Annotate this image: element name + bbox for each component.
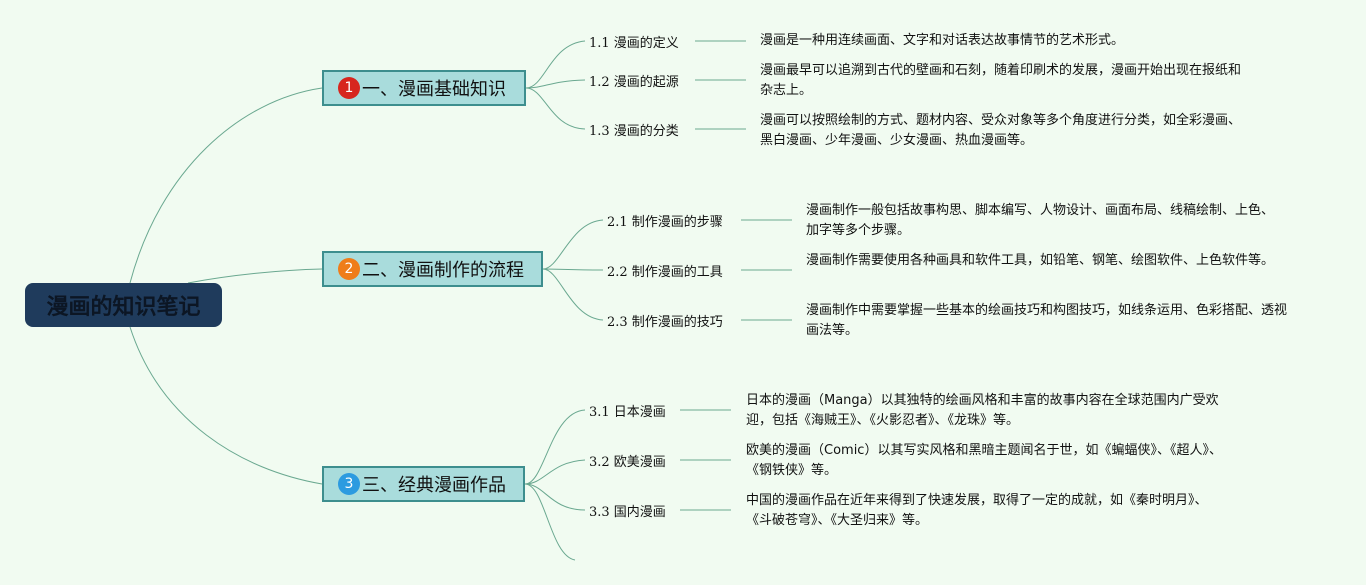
branch-topic-label: 三、经典漫画作品 [362, 475, 506, 496]
branch-topic-label: 二、漫画制作的流程 [362, 260, 524, 281]
link-b1-3 [525, 87, 586, 130]
link-root-branch-1 [129, 87, 323, 284]
link-b2-2 [542, 268, 604, 271]
branch-topic-1[interactable]: 1 一、漫画基础知识 [322, 70, 526, 106]
link-b3-2 [524, 459, 586, 485]
subtopic-1-2-note: 漫画最早可以追溯到古代的壁画和石刻，随着印刷术的发展，漫画开始出现在报纸和杂志上… [760, 63, 1242, 98]
root-topic[interactable]: 漫画的知识笔记 [25, 283, 222, 327]
link-b1-1 [525, 40, 586, 89]
number-badge-icon: 1 [338, 77, 360, 99]
link-b3-1 [524, 409, 586, 485]
subtopic-1-1-note: 漫画是一种用连续画面、文字和对话表达故事情节的艺术形式。 [760, 33, 1125, 48]
subtopic-2-1-note: 漫画制作一般包括故事构思、脚本编写、人物设计、画面布局、线稿绘制、上色、加字等多… [806, 203, 1275, 238]
subtopic-3-2[interactable]: 3.2 欧美漫画 [589, 455, 666, 470]
subtopic-3-2-note: 欧美的漫画（Comic）以其写实风格和黑暗主题闻名于世，如《蝙蝠侠》、《超人》、… [746, 443, 1222, 478]
subtopic-3-3[interactable]: 3.3 国内漫画 [589, 505, 666, 520]
subtopic-1-3[interactable]: 1.3 漫画的分类 [589, 124, 679, 139]
subtopic-1-2[interactable]: 1.2 漫画的起源 [589, 75, 679, 90]
subtopic-3-3-note: 中国的漫画作品在近年来得到了快速发展，取得了一定的成就，如《秦时明月》、《斗破苍… [746, 493, 1208, 528]
subtopic-1-3-note: 漫画可以按照绘制的方式、题材内容、受众对象等多个角度进行分类，如全彩漫画、黑白漫… [760, 113, 1242, 148]
link-root-branch-3 [129, 326, 323, 485]
branch-topic-2[interactable]: 2 二、漫画制作的流程 [322, 251, 543, 287]
subtopic-2-3[interactable]: 2.3 制作漫画的技巧 [607, 315, 723, 330]
link-root-branch-2 [187, 268, 323, 284]
subtopic-3-1[interactable]: 3.1 日本漫画 [589, 405, 666, 420]
subtopic-2-2-note: 漫画制作需要使用各种画具和软件工具，如铅笔、钢笔、绘图软件、上色软件等。 [806, 253, 1275, 268]
subtopic-2-3-note: 漫画制作中需要掌握一些基本的绘画技巧和构图技巧，如线条运用、色彩搭配、透视画法等… [806, 303, 1288, 338]
number-badge-icon: 3 [338, 473, 360, 495]
subtopic-2-2[interactable]: 2.2 制作漫画的工具 [607, 265, 723, 280]
subtopic-3-1-note: 日本的漫画（Manga）以其独特的绘画风格和丰富的故事内容在全球范围内广受欢迎，… [746, 393, 1219, 428]
link-b1-2 [525, 79, 586, 89]
link-b2-1 [542, 219, 604, 270]
link-b3-3 [524, 483, 586, 511]
link-b2-3 [542, 268, 604, 321]
subtopic-1-1[interactable]: 1.1 漫画的定义 [589, 36, 679, 51]
branch-topic-3[interactable]: 3 三、经典漫画作品 [322, 466, 525, 502]
subtopic-2-1[interactable]: 2.1 制作漫画的步骤 [607, 215, 723, 230]
branch-topic-label: 一、漫画基础知识 [362, 79, 506, 100]
link-b3-4 [524, 483, 576, 561]
number-badge-icon: 2 [338, 258, 360, 280]
root-topic-label: 漫画的知识笔记 [46, 295, 201, 320]
